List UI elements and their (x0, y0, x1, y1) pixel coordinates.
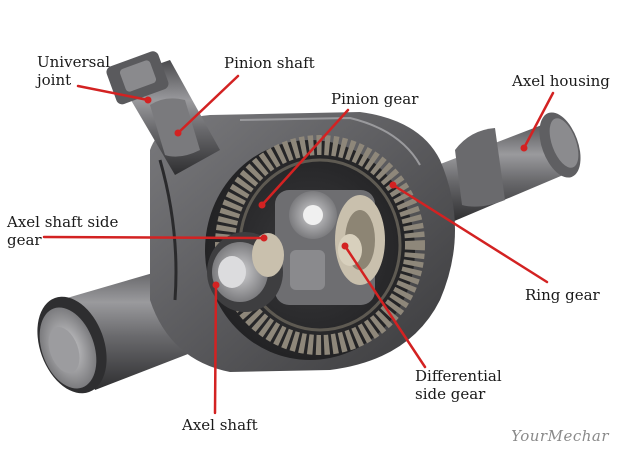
leader-lines (42, 74, 555, 415)
label-axel-shaft-side-gear-line2: gear (7, 231, 42, 249)
leader-pinion-shaft (176, 74, 240, 135)
label-axel-housing: Axel housing (512, 72, 610, 90)
label-universal-joint-line1: Universal (37, 53, 111, 71)
axle-shaft-bearing (207, 232, 284, 312)
leader-axel-housing (522, 91, 555, 150)
brand-watermark: YourMechar (511, 427, 609, 445)
label-axel-shaft: Axel shaft (182, 416, 258, 434)
leader-differential-side-gear (343, 244, 427, 369)
label-pinion-shaft: Pinion shaft (224, 54, 315, 72)
label-pinion-gear: Pinion gear (331, 90, 419, 108)
label-differential-side-gear-line1: Differential (415, 367, 502, 385)
label-universal-joint: Universal joint (37, 53, 110, 89)
label-axel-shaft-side-gear: Axel shaft side gear (7, 213, 118, 249)
axle-housing-right (430, 112, 581, 222)
leader-ring-gear (391, 183, 549, 284)
leader-axel-shaft-side-gear (42, 235, 266, 240)
leader-dots (144, 96, 528, 289)
differential-carrier (275, 190, 385, 305)
label-axel-shaft-side-gear-line1: Axel shaft side (7, 213, 119, 231)
label-differential-side-gear-line2: side gear (415, 385, 486, 403)
leader-axel-shaft (213, 283, 218, 415)
label-ring-gear: Ring gear (525, 286, 600, 304)
leader-universal-joint (76, 84, 150, 102)
pinion-input-assembly (106, 51, 220, 175)
label-universal-joint-line2: joint (37, 71, 72, 89)
label-differential-side-gear: Differential side gear (415, 367, 502, 403)
leader-pinion-gear (260, 108, 350, 207)
